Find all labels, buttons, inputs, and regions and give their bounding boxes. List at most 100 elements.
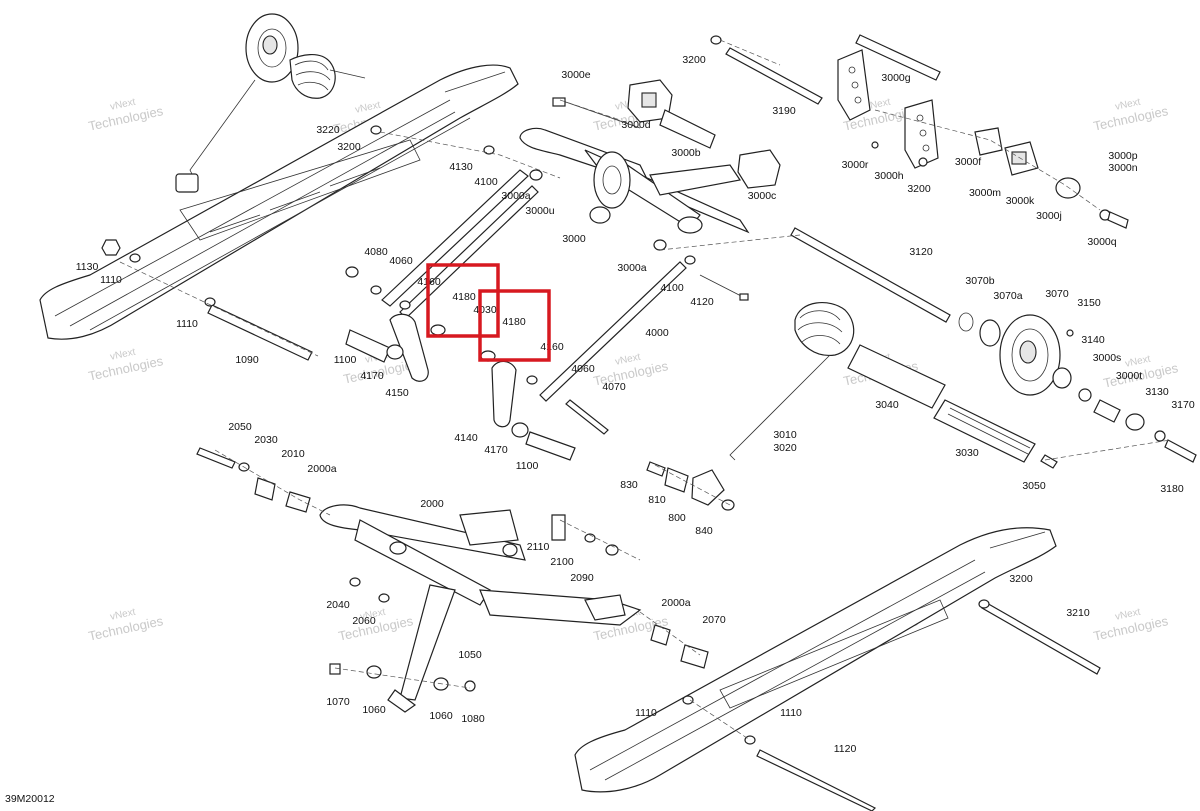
- part-label: 2100: [550, 556, 574, 568]
- watermark-line1: vNext: [359, 607, 387, 623]
- watermark-line1: vNext: [1114, 607, 1142, 623]
- highlight-box-right: [478, 289, 551, 362]
- part-label: 4180: [502, 316, 526, 328]
- part-label: 1100: [334, 354, 357, 366]
- part-label: 800: [668, 512, 686, 524]
- rollers: [847, 344, 1197, 469]
- part-label: 4170: [484, 444, 508, 456]
- watermark-line1: vNext: [109, 607, 137, 623]
- part-label: 2060: [352, 615, 376, 627]
- part-label: 4060: [389, 255, 413, 267]
- part-label: 3220: [316, 124, 340, 136]
- bushings-2070: [650, 624, 709, 669]
- part-label: 3000q: [1087, 236, 1116, 248]
- diagram-code: 39M20012: [5, 793, 55, 805]
- part-label: 1120: [834, 743, 857, 755]
- part-label: 1110: [176, 318, 198, 330]
- part-label: 3000c: [748, 190, 777, 202]
- part-label: 3130: [1145, 386, 1169, 398]
- part-label: 1100: [516, 460, 539, 472]
- watermark-line1: vNext: [864, 97, 892, 113]
- leader-lines: [119, 39, 1171, 741]
- part-label: 1110: [100, 274, 122, 286]
- part-label: 3200: [682, 54, 706, 66]
- watermark-line1: vNext: [109, 347, 137, 363]
- part-label: 1060: [429, 710, 453, 722]
- part-label: 2040: [326, 599, 350, 611]
- part-label: 1080: [461, 713, 485, 725]
- part-label: 2070: [702, 614, 726, 626]
- part-label: 3180: [1160, 483, 1184, 495]
- highlight-box-left: [426, 263, 500, 338]
- part-label: 4130: [449, 161, 473, 173]
- part-label: 3000e: [561, 69, 590, 81]
- bolt-4070: [565, 399, 609, 435]
- watermark-line1: vNext: [354, 100, 382, 116]
- part-label: 3020: [773, 442, 797, 454]
- part-label: 3000s: [1093, 352, 1122, 364]
- part-label: 1130: [76, 261, 99, 273]
- part-label: 3000k: [1006, 195, 1035, 207]
- part-label: 3050: [1022, 480, 1046, 492]
- part-label: 3070a: [993, 290, 1022, 302]
- part-label: 4060: [571, 363, 595, 375]
- part-label: 1110: [635, 707, 657, 719]
- part-label: 4100: [660, 282, 684, 294]
- part-label: 3200: [907, 183, 931, 195]
- idler-wheel-assembly: [175, 13, 366, 193]
- watermark-line1: vNext: [614, 352, 642, 368]
- part-label: 4000: [645, 327, 669, 339]
- nuts-left: [101, 125, 928, 295]
- part-label: 3000a: [617, 262, 646, 274]
- pins-bottom-right: [682, 599, 1101, 811]
- part-label: 3070b: [965, 275, 994, 287]
- part-label: 2090: [570, 572, 594, 584]
- part-label: 2000a: [661, 597, 690, 609]
- highlight-boxes: [426, 263, 551, 362]
- part-label: 3000t: [1116, 370, 1142, 382]
- part-label: 3030: [955, 447, 979, 459]
- part-label: 1110: [780, 707, 802, 719]
- limiter-block-800: [646, 461, 735, 511]
- part-label: 3000g: [881, 72, 910, 84]
- part-label: 4070: [602, 381, 626, 393]
- left-rail: [39, 64, 519, 340]
- part-label: 1090: [235, 354, 259, 366]
- part-label: 4100: [474, 176, 498, 188]
- center-frame-assembly: [519, 97, 750, 234]
- part-label: 3000r: [842, 159, 869, 171]
- part-label: 3000j: [1036, 210, 1062, 222]
- part-label: 3070: [1045, 288, 1069, 300]
- part-label: 3190: [772, 105, 796, 117]
- part-label: 3120: [909, 246, 933, 258]
- watermark-line1: vNext: [1124, 354, 1152, 370]
- pins-top-right: [710, 34, 941, 105]
- part-label: 3000d: [621, 119, 650, 131]
- part-label: 3000u: [525, 205, 554, 217]
- part-label: 3010: [773, 429, 797, 441]
- block-parts: [627, 79, 781, 189]
- part-label: 3040: [875, 399, 899, 411]
- part-label: 1060: [362, 704, 386, 716]
- part-label: 4160: [540, 341, 564, 353]
- part-label: 3150: [1077, 297, 1101, 309]
- part-label: 2000: [420, 498, 444, 510]
- part-label: 3210: [1066, 607, 1090, 619]
- right-rail: [574, 527, 1057, 793]
- part-label: 4150: [385, 387, 409, 399]
- part-label: 3170: [1171, 399, 1195, 411]
- part-label: 830: [620, 479, 638, 491]
- part-label: 4170: [360, 370, 384, 382]
- part-label: 2110: [527, 541, 550, 553]
- watermark-line1: vNext: [1114, 97, 1142, 113]
- part-label: 3000a: [501, 190, 530, 202]
- part-label: 3000h: [874, 170, 903, 182]
- part-label: 3000: [562, 233, 586, 245]
- part-label: 4030: [473, 304, 497, 316]
